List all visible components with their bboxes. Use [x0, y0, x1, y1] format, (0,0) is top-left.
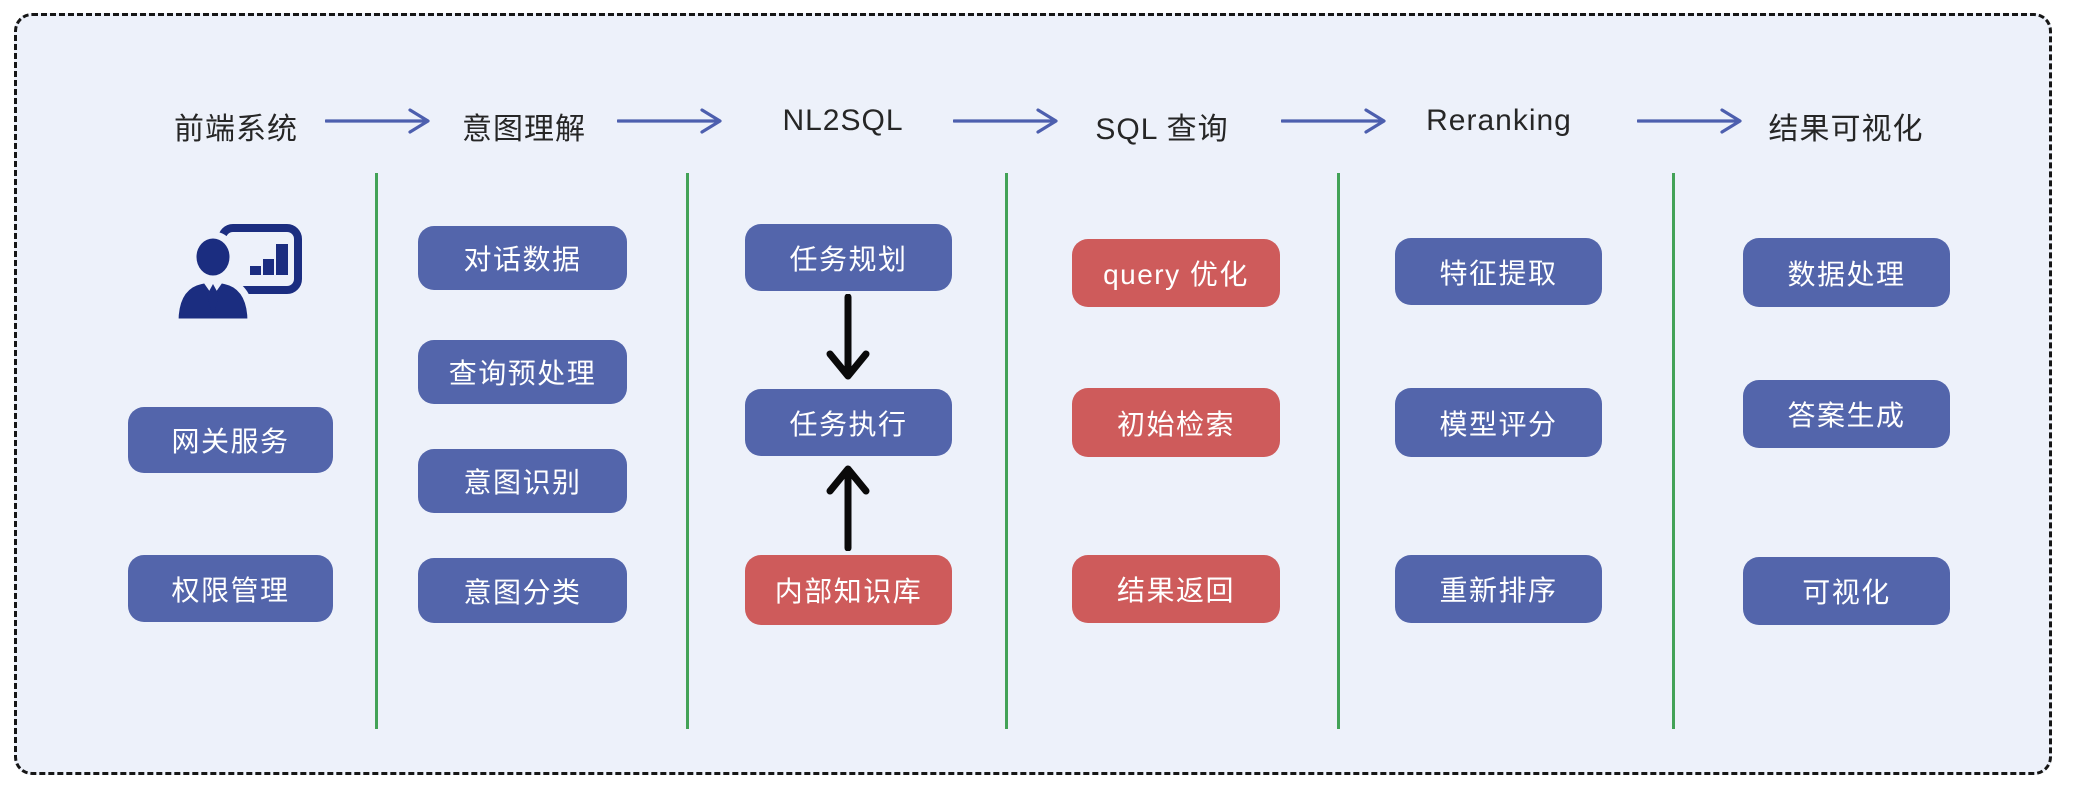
flow-arrow-icon — [617, 108, 722, 134]
node-gateway-service: 网关服务 — [128, 407, 333, 473]
node-label: 结果返回 — [1116, 575, 1235, 606]
node-label: 可视化 — [1802, 577, 1891, 608]
diagram-frame — [14, 13, 2052, 775]
node-label: 意图识别 — [463, 467, 582, 498]
node-data-processing: 数据处理 — [1743, 238, 1950, 307]
column-divider — [1672, 173, 1675, 729]
node-label: 意图分类 — [463, 576, 582, 608]
node-task-planning: 任务规划 — [745, 224, 952, 291]
flow-arrow-icon — [1637, 108, 1742, 134]
arrow-down-icon — [826, 294, 870, 380]
node-label: 数据处理 — [1787, 258, 1906, 290]
node-label: 查询预处理 — [448, 358, 597, 389]
node-intent-classification: 意图分类 — [418, 558, 627, 623]
stage-sql-query: SQL 查询 — [1095, 113, 1229, 146]
node-permission-management: 权限管理 — [128, 555, 333, 622]
node-model-scoring: 模型评分 — [1395, 388, 1602, 457]
stage-frontend: 前端系统 — [174, 113, 298, 146]
stage-visualization: 结果可视化 — [1768, 113, 1924, 146]
node-label: 对话数据 — [463, 244, 582, 275]
presenter-with-chart-icon — [172, 224, 302, 324]
column-divider — [686, 173, 689, 729]
stage-nl2sql: NL2SQL — [782, 104, 904, 137]
flow-arrow-icon — [1281, 108, 1386, 134]
node-label: 任务执行 — [789, 408, 908, 440]
stage-reranking: Reranking — [1426, 104, 1572, 137]
node-label: 重新排序 — [1439, 575, 1558, 606]
stage-intent: 意图理解 — [462, 113, 586, 146]
node-result-return: 结果返回 — [1072, 555, 1280, 623]
node-internal-knowledge-base: 内部知识库 — [745, 555, 952, 625]
node-label: 任务规划 — [789, 243, 908, 275]
node-intent-recognition: 意图识别 — [418, 449, 627, 513]
node-re-sorting: 重新排序 — [1395, 555, 1602, 623]
node-label: 内部知识库 — [774, 576, 923, 607]
node-feature-extraction: 特征提取 — [1395, 238, 1602, 305]
flow-arrow-icon — [325, 108, 430, 134]
node-label: 初始检索 — [1116, 408, 1235, 440]
node-task-execution: 任务执行 — [745, 389, 952, 456]
node-label: query 优化 — [1103, 259, 1249, 290]
flow-arrow-icon — [953, 108, 1058, 134]
node-dialog-data: 对话数据 — [418, 226, 627, 290]
column-divider — [1337, 173, 1340, 729]
node-initial-retrieval: 初始检索 — [1072, 388, 1280, 457]
node-label: 权限管理 — [171, 574, 290, 606]
node-label: 模型评分 — [1439, 408, 1558, 440]
node-label: 答案生成 — [1787, 400, 1906, 431]
column-divider — [375, 173, 378, 729]
node-visualization: 可视化 — [1743, 557, 1950, 625]
arrow-up-icon — [826, 465, 870, 551]
column-divider — [1005, 173, 1008, 729]
node-label: 网关服务 — [171, 426, 290, 457]
node-query-optimization: query 优化 — [1072, 239, 1280, 307]
node-answer-generation: 答案生成 — [1743, 380, 1950, 448]
node-label: 特征提取 — [1439, 257, 1558, 289]
node-query-preprocessing: 查询预处理 — [418, 340, 627, 404]
